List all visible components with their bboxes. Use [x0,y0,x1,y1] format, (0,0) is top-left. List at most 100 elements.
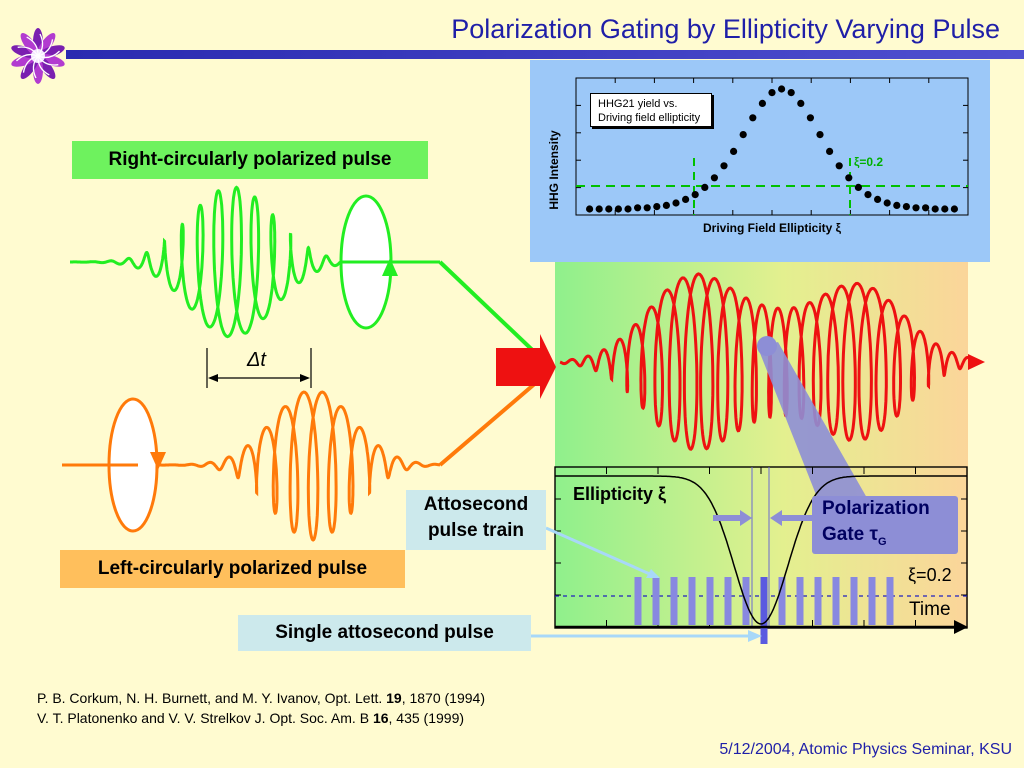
data-point [806,114,815,122]
footer: 5/12/2004, Atomic Physics Seminar, KSU [719,741,1012,758]
gate-tau: Gate τ [822,524,878,545]
right-pulse-label: Right-circularly polarized pulse [72,141,428,179]
attosecond-pulse-bar [724,577,732,625]
header-bar [66,50,1024,59]
data-point [893,201,901,209]
logo-icon [11,28,65,84]
single-atto-label: Single attosecond pulse [238,615,531,651]
inset-data-points [586,85,959,213]
data-point [874,195,882,203]
data-point [710,174,719,182]
gate-pointer [758,342,875,530]
delta-t-indicator [206,348,312,388]
data-point [653,203,661,211]
inset-threshold-label: ξ=0.2 [854,155,884,169]
ellipticity-curve [555,475,967,625]
ref2-pages: , 435 (1999) [388,710,465,726]
right-rotation-arrow [382,258,398,276]
time-axis-label: Time [909,599,951,620]
attosecond-pulse-bar [652,577,660,625]
right-circular-pulse [70,185,547,364]
train-pointer [545,526,653,577]
data-point [835,162,843,170]
data-point [701,183,709,191]
atto-train-line2: pulse train [427,520,525,541]
attosecond-pulse-bar [886,577,894,625]
slide-title: Polarization Gating by Ellipticity Varyi… [451,14,1000,44]
data-point [902,203,911,211]
attosecond-pulse-bar [634,577,642,625]
data-point [595,205,603,213]
data-point [739,131,747,139]
data-point [672,199,680,207]
ellipticity-label: Ellipticity ξ [573,484,667,504]
attosecond-pulse-bar [814,577,822,625]
data-point [730,147,738,155]
reference-1: P. B. Corkum, N. H. Burnett, and M. Y. I… [37,690,485,706]
ref1-volume: 19 [386,690,402,706]
attosecond-pulse-bar [832,577,840,625]
attosecond-pulse-bar [778,577,786,625]
data-point [912,204,920,212]
legend-line1: HHG21 yield vs. [598,98,678,110]
data-point [586,205,594,213]
attosecond-pulse-bar [850,577,858,625]
left-circular-pulse [62,373,547,542]
data-point [614,205,623,213]
data-point [883,199,891,207]
data-point [662,201,671,209]
ref2-volume: 16 [372,710,389,726]
data-point [845,174,853,182]
data-point [768,89,776,97]
data-point [634,204,642,212]
combine-arrow-icon [496,334,556,399]
data-point [682,195,690,203]
data-point [624,205,632,213]
attosecond-pulse-train [634,577,894,644]
data-point [797,99,805,107]
ref2-text: V. T. Platonenko and V. V. Strelkov J. O… [37,710,373,726]
attosecond-pulse-bar [868,577,876,625]
left-rotation-arrow [150,452,166,470]
inset-ticks [575,77,968,215]
inset-legend: HHG21 yield vs. Driving field ellipticit… [590,93,712,127]
data-point [816,131,824,139]
data-point [931,205,939,213]
data-point [749,114,757,122]
gate-subscript: G [878,535,887,548]
gate-line2: Gate τG [822,522,958,555]
data-point [826,147,834,155]
combined-pulse-arrowhead [968,354,985,370]
reference-2: V. T. Platonenko and V. V. Strelkov J. O… [37,710,464,726]
atto-train-line1: Attosecond [423,494,529,515]
attosecond-pulse-bar [796,577,804,625]
inset-x-label: Driving Field Ellipticity ξ [702,221,842,235]
data-point [854,183,863,191]
data-point [643,204,651,212]
attosecond-pulse-bar [706,577,714,625]
time-axis-arrowhead [954,620,968,634]
gate-width-arrows [713,510,812,526]
right-beam-path [438,260,547,364]
data-point [787,89,795,97]
data-point [758,99,767,107]
attosecond-pulse-bar [760,577,768,644]
gate-line1: Polarization [822,498,930,519]
data-point [605,205,613,213]
data-point [720,162,728,170]
attosecond-pulse-bar [688,577,696,625]
atto-train-label: Attosecond pulse train [406,490,546,550]
data-point [922,204,930,212]
delta-t-label: Δt [247,349,266,371]
polarization-gate-label: Polarization Gate τG [812,496,958,554]
legend-line2: Driving field ellipticity [598,112,701,124]
data-point [778,85,786,93]
attosecond-pulse-bar [670,577,678,625]
xi-threshold-label: ξ=0.2 [908,565,952,585]
ref1-text: P. B. Corkum, N. H. Burnett, and M. Y. I… [37,690,387,706]
data-point [864,191,872,199]
data-point [941,205,949,213]
result-panel [555,258,968,628]
left-beam-path [438,373,547,467]
